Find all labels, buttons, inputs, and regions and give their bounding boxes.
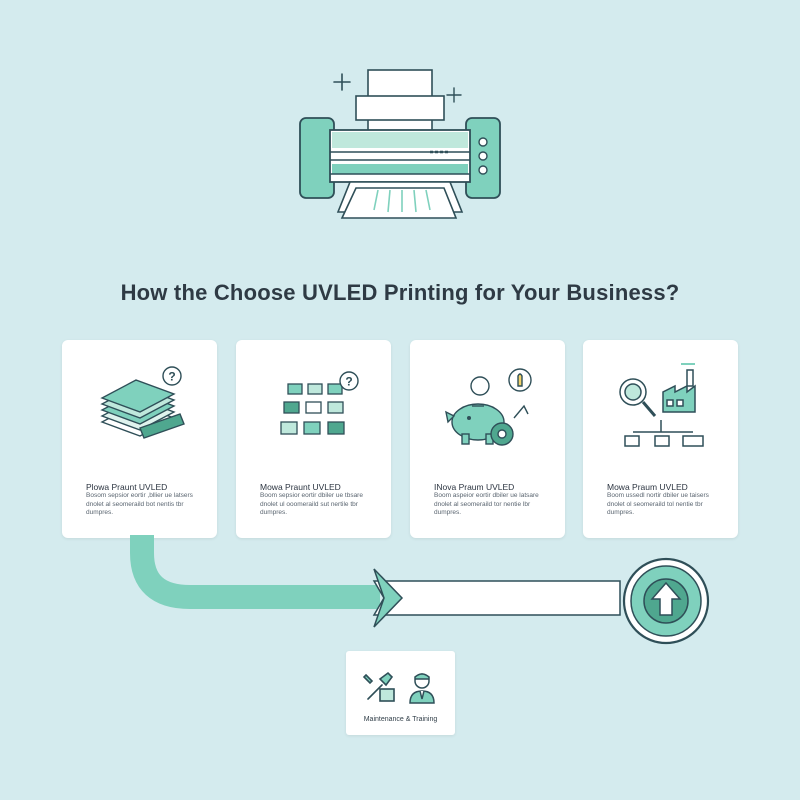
card-description: Boom sepsior eortir dbiler ue tbsare dno… [260, 492, 363, 516]
printer-illustration [299, 69, 501, 219]
svg-text:?: ? [345, 375, 352, 389]
svg-text:?: ? [168, 370, 175, 384]
card-2: ? Mowa Praunt UVLED Boom sepsior eortir … [236, 340, 391, 538]
factory-search-flowchart-icon [619, 363, 704, 447]
sparkle-icon [333, 73, 351, 91]
card-description: Bosom sepsior eortir ,bllier ue latsers … [86, 492, 193, 516]
card-4: Mowa Praum UVLED Boom ussedl nortir dbil… [583, 340, 738, 538]
tile-grid-question-icon: ? [280, 371, 359, 435]
card-title: INova Praum UVLED [434, 482, 515, 492]
card-title: Plowa Praunt UVLED [86, 482, 168, 492]
person-icon [409, 673, 435, 704]
stacked-panels-question-icon: ? [100, 366, 185, 439]
page-title: How the Choose UVLED Printing for Your B… [120, 280, 680, 305]
card-title: Mowa Praum UVLED [607, 482, 688, 492]
maintenance-training-box: Maintenance & Training [346, 651, 455, 735]
maintenance-training-label: Maintenance & Training [363, 716, 438, 723]
piggy-bank-gear-idea-icon [445, 368, 532, 446]
card-3: INova Praum UVLED Boom aspeior eortir db… [410, 340, 565, 538]
tools-book-icon [362, 671, 395, 702]
sparkle-icon [446, 87, 462, 103]
gear-upgrade-icon [622, 557, 710, 645]
process-flow-connector [130, 535, 621, 628]
card-title: Mowa Praunt UVLED [260, 482, 341, 492]
card-description: Boom ussedl nortir dbiler ue taisers dno… [607, 492, 709, 516]
card-description: Boom aspeior eortir dbiler ue latsare dn… [434, 492, 539, 516]
card-1: ? Plowa Praunt UVLED Bosom sepsior eorti… [62, 340, 217, 538]
